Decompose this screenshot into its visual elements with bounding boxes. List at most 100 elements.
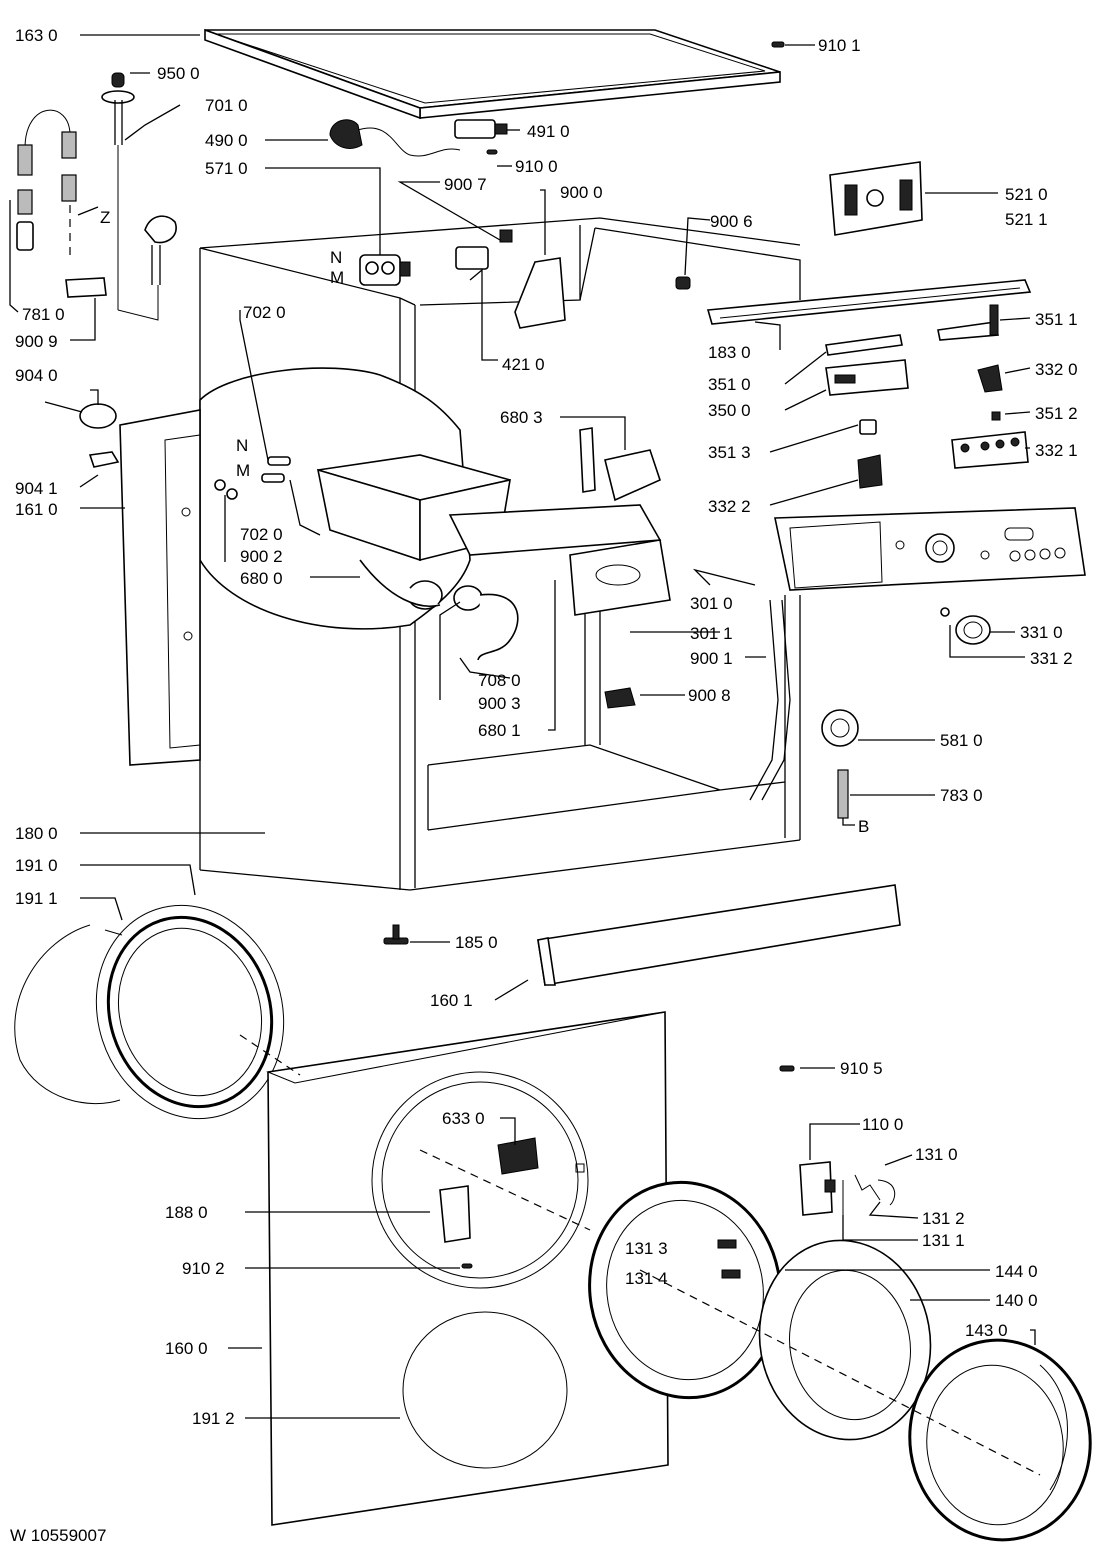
label-331-0: 331 0	[1020, 623, 1063, 642]
label-191-0: 191 0	[15, 856, 58, 875]
part-number-labels: 163 0 910 1 950 0 701 0 490 0 491 0 910 …	[15, 26, 1078, 1428]
label-350-0: 350 0	[708, 401, 751, 420]
interference-filter-part	[455, 229, 566, 329]
upper-rail-part	[675, 276, 1032, 325]
label-131-0: 131 0	[915, 1145, 958, 1164]
mains-cable-part	[329, 119, 508, 157]
label-781-0: 781 0	[22, 305, 65, 324]
label-351-3: 351 3	[708, 443, 751, 462]
label-332-0: 332 0	[1035, 360, 1078, 379]
label-332-2: 332 2	[708, 497, 751, 516]
label-351-2: 351 2	[1035, 404, 1078, 423]
label-301-1: 301 1	[690, 624, 733, 643]
timer-part	[821, 709, 859, 819]
label-163-0: 163 0	[15, 26, 58, 45]
label-910-0: 910 0	[515, 157, 558, 176]
door-handle-part	[799, 1161, 896, 1216]
label-708-0: 708 0	[478, 671, 521, 690]
detergent-dispenser-part	[316, 454, 511, 610]
control-module-part	[829, 161, 923, 236]
label-904-1: 904 1	[15, 479, 58, 498]
label-188-0: 188 0	[165, 1203, 208, 1222]
label-183-0: 183 0	[708, 343, 751, 362]
label-701-0: 701 0	[205, 96, 248, 115]
label-191-2: 191 2	[192, 1409, 235, 1428]
label-301-0: 301 0	[690, 594, 733, 613]
inlet-hose-group	[16, 109, 107, 298]
screws-part	[104, 41, 795, 1269]
plinth-part	[537, 884, 901, 986]
label-900-3: 900 3	[478, 694, 521, 713]
buttons-part	[857, 364, 1029, 489]
wire-harness-part	[749, 599, 791, 801]
label-351-0: 351 0	[708, 375, 751, 394]
label-351-1: 351 1	[1035, 310, 1078, 329]
label-m-heater: M	[236, 461, 250, 480]
label-421-0: 421 0	[502, 355, 545, 374]
label-331-2: 331 2	[1030, 649, 1073, 668]
door-lock-part	[439, 1163, 585, 1243]
control-panel-part	[774, 507, 1086, 591]
outer-door-part	[908, 1338, 1092, 1542]
drain-bellows-part	[453, 585, 519, 661]
label-332-1: 332 1	[1035, 441, 1078, 460]
label-140-0: 140 0	[995, 1291, 1038, 1310]
drain-pipe-part	[101, 72, 177, 321]
label-900-1: 900 1	[690, 649, 733, 668]
label-n-heater: N	[236, 436, 248, 455]
label-950-0: 950 0	[157, 64, 200, 83]
label-160-0: 160 0	[165, 1339, 208, 1358]
label-131-4: 131 4	[625, 1269, 668, 1288]
label-131-2: 131 2	[922, 1209, 965, 1228]
label-185-0: 185 0	[455, 933, 498, 952]
label-900-2: 900 2	[240, 547, 283, 566]
label-581-0: 581 0	[940, 731, 983, 750]
small-bracket-part	[604, 687, 636, 709]
label-904-0: 904 0	[15, 366, 58, 385]
label-900-9: 900 9	[15, 332, 58, 351]
door-hinge-part	[497, 1137, 539, 1175]
document-code: W 10559007	[10, 1526, 107, 1545]
top-cover-part	[204, 28, 781, 120]
label-571-0: 571 0	[205, 159, 248, 178]
door-seal-part	[14, 904, 285, 1120]
label-680-0: 680 0	[240, 569, 283, 588]
label-783-0: 783 0	[940, 786, 983, 805]
label-900-0: 900 0	[560, 183, 603, 202]
label-680-3: 680 3	[500, 408, 543, 427]
label-900-6: 900 6	[710, 212, 753, 231]
leader-lines	[9, 34, 1036, 1419]
label-633-0: 633 0	[442, 1109, 485, 1128]
label-161-0: 161 0	[15, 500, 58, 519]
label-521-0: 521 0	[1005, 185, 1048, 204]
detergent-drawer-part	[448, 504, 671, 616]
electronic-boards-part	[825, 304, 999, 396]
label-910-1: 910 1	[818, 36, 861, 55]
small-parts	[44, 401, 661, 502]
label-491-0: 491 0	[527, 122, 570, 141]
rear-panel-part	[119, 409, 201, 766]
label-702-0-bottom: 702 0	[240, 525, 283, 544]
label-680-1: 680 1	[478, 721, 521, 740]
label-131-3: 131 3	[625, 1239, 668, 1258]
label-b: B	[858, 817, 869, 836]
foot-part	[383, 924, 409, 945]
label-900-7: 900 7	[444, 175, 487, 194]
label-131-1: 131 1	[922, 1231, 965, 1250]
assembly-axis-lines	[239, 1034, 1041, 1476]
label-160-1: 160 1	[430, 991, 473, 1010]
door-glass-part	[758, 1239, 932, 1441]
label-910-2: 910 2	[182, 1259, 225, 1278]
label-900-8: 900 8	[688, 686, 731, 705]
inlet-valve-part	[359, 254, 411, 286]
label-180-0: 180 0	[15, 824, 58, 843]
label-z: Z	[100, 208, 110, 227]
label-110-0: 110 0	[862, 1115, 903, 1134]
label-910-5: 910 5	[840, 1059, 883, 1078]
label-521-1: 521 1	[1005, 210, 1048, 229]
label-702-0-top: 702 0	[243, 303, 286, 322]
knob-part	[940, 607, 991, 645]
label-n-valve: N	[330, 248, 342, 267]
